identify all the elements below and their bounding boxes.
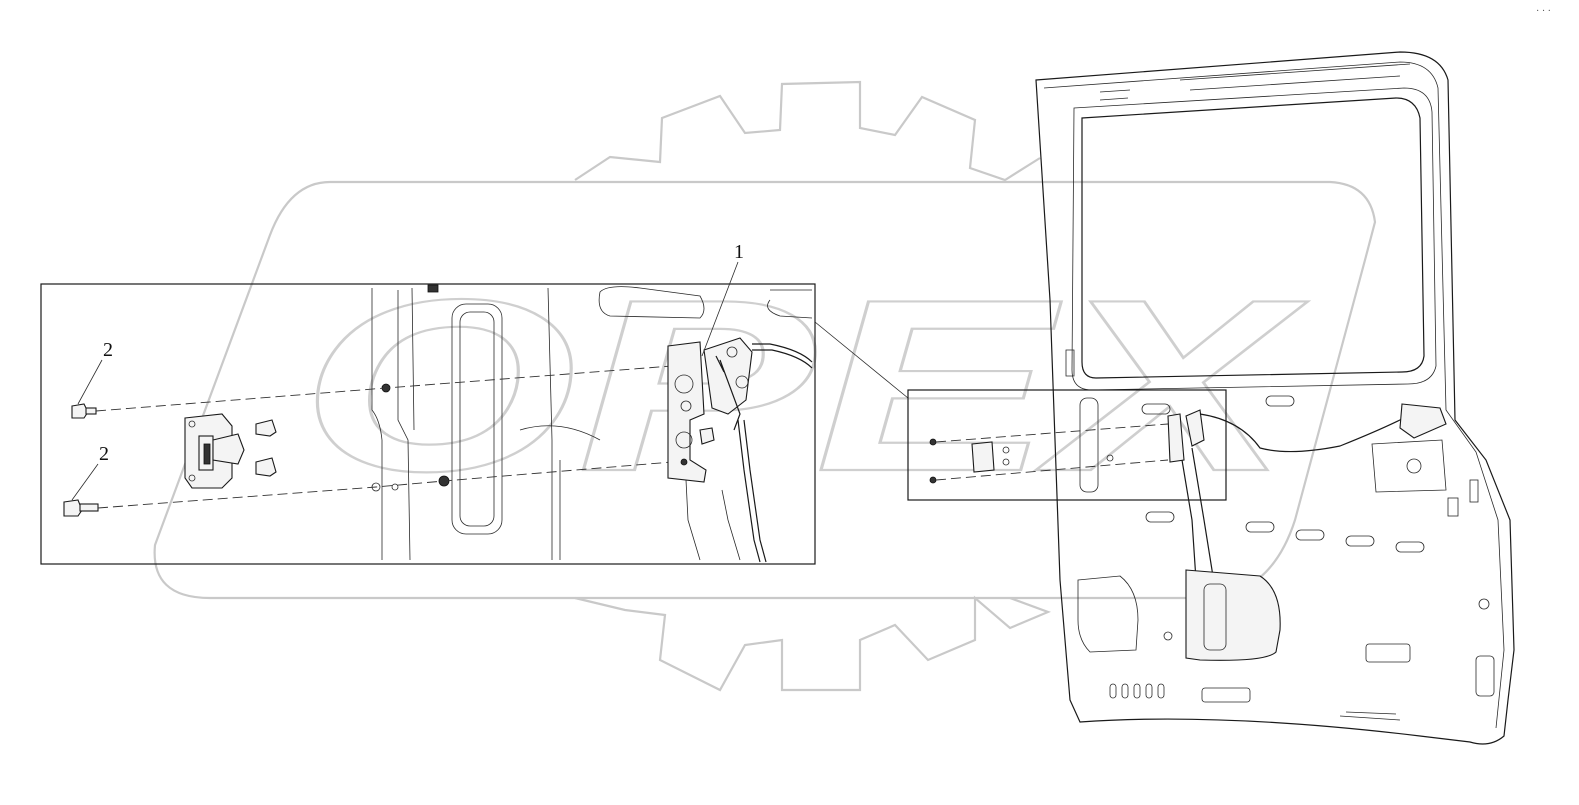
door-panel-slots — [1109, 395, 1495, 703]
callout-2-lower-label: 2 — [99, 443, 109, 465]
watermark-text: OPEX — [300, 248, 1308, 522]
callout-2-upper-label: 2 — [103, 339, 113, 361]
detail-view: 1 2 2 — [40, 241, 816, 565]
callout-1-label: 1 — [734, 241, 744, 263]
door-inner-edge — [371, 287, 553, 561]
corner-mark: · · · — [1536, 6, 1551, 17]
rear-door-assembly — [907, 51, 1515, 745]
bolt-lower — [63, 499, 99, 517]
detail-frame — [40, 283, 816, 565]
detail-bolts — [63, 403, 277, 517]
watermark-gear-outline — [574, 80, 1051, 692]
door-outer-outline — [1035, 51, 1515, 745]
door-window-opening — [1081, 97, 1425, 379]
assembly-line-lower — [97, 461, 673, 509]
window-slot — [451, 303, 503, 535]
callout-2-upper-leader — [77, 359, 103, 405]
lock-area-highlight-box — [907, 389, 1227, 501]
callout-2-lower-leader — [71, 463, 99, 501]
door-striker — [184, 413, 245, 489]
callout-1-leader — [701, 261, 739, 357]
opex-watermark: OPEX — [153, 80, 1377, 692]
detail-connector-line — [814, 321, 909, 399]
interior-handle-housing — [1185, 569, 1281, 661]
bolt-upper — [71, 403, 97, 419]
door-panel-curve — [519, 286, 813, 560]
assembly-line-upper — [95, 365, 673, 412]
door-lock-assembly — [667, 337, 813, 563]
